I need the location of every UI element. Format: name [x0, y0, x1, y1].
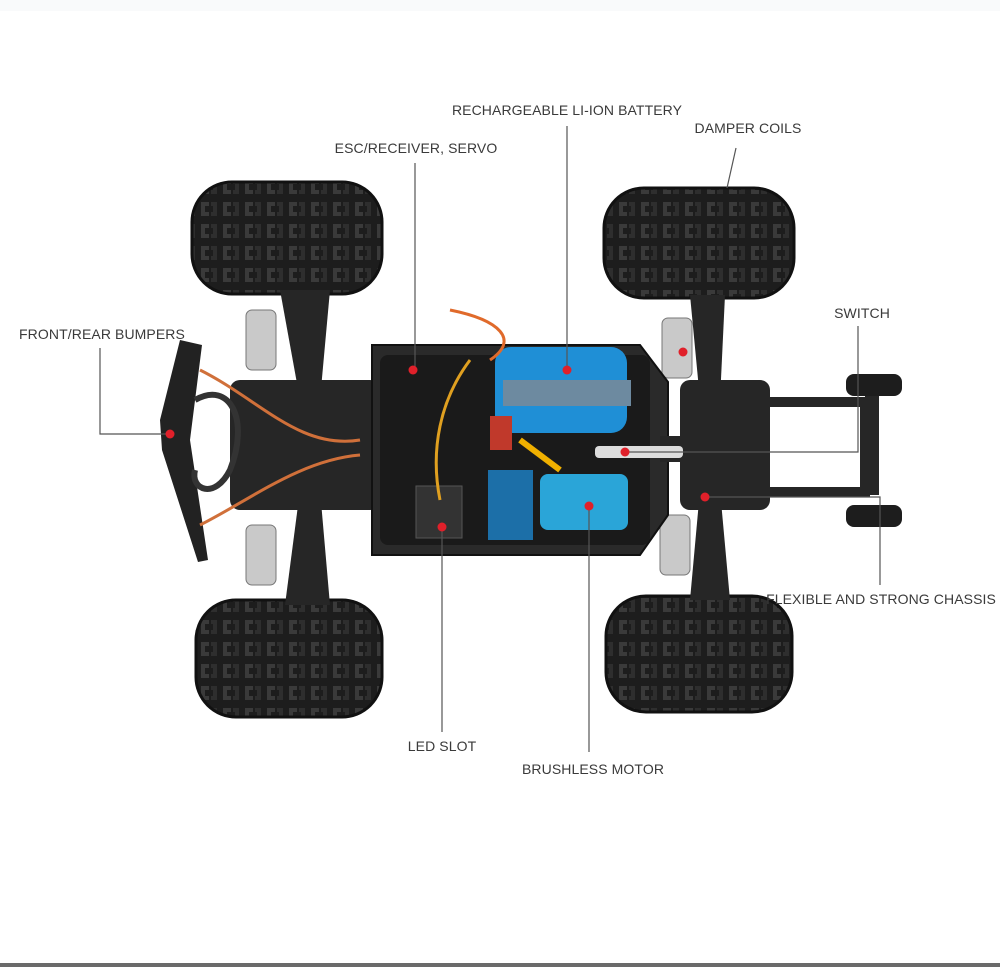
marker-led [437, 522, 447, 532]
damper-coils [245, 309, 693, 586]
marker-esc [408, 365, 418, 375]
marker-switch [620, 447, 630, 457]
marker-bumpers [165, 429, 175, 439]
tire-front-right [194, 598, 384, 719]
label-damper-coils: DAMPER COILS [694, 120, 802, 136]
label-bumpers: FRONT/REAR BUMPERS [19, 326, 185, 342]
marker-battery [562, 365, 572, 375]
wires [199, 308, 562, 527]
front-bumper [160, 340, 208, 562]
bottom-divider [0, 963, 1000, 967]
label-esc-receiver-servo: ESC/RECEIVER, SERVO [334, 140, 498, 156]
leader-lines [99, 126, 881, 752]
label-chassis: FLEXIBLE AND STRONG CHASSIS [766, 591, 996, 607]
label-switch: SWITCH [834, 305, 890, 321]
top-band [0, 0, 1000, 11]
label-led-slot: LED SLOT [407, 738, 477, 754]
tire-rear-right [604, 594, 794, 714]
label-battery: RECHARGEABLE LI-ION BATTERY [451, 102, 683, 118]
callout-markers [165, 347, 710, 532]
marker-motor [584, 501, 594, 511]
wheelie-bar [760, 374, 902, 527]
brushless-motor [540, 474, 628, 530]
marker-damper [678, 347, 688, 357]
marker-chassis [700, 492, 710, 502]
label-brushless-motor: BRUSHLESS MOTOR [521, 761, 665, 777]
tire-rear-left [602, 186, 796, 300]
tire-front-left [190, 180, 384, 296]
